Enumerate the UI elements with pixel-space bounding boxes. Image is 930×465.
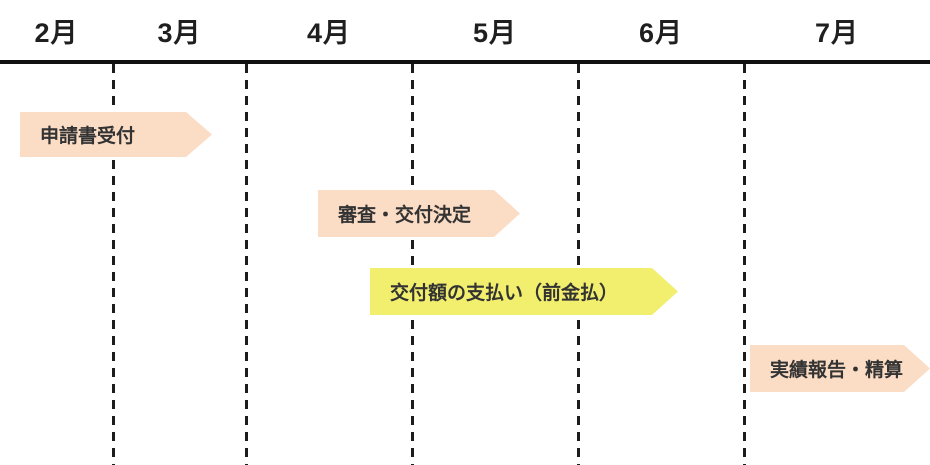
month-divider xyxy=(411,64,414,465)
task-arrow-application-reception: 申請書受付 xyxy=(20,112,212,157)
task-label: 交付額の支払い（前金払） xyxy=(390,283,619,304)
month-label-feb: 2月 xyxy=(34,17,79,48)
month-divider xyxy=(112,64,115,465)
task-arrow-grant-payment: 交付額の支払い（前金払） xyxy=(370,268,678,315)
month-label-mar: 3月 xyxy=(157,17,202,48)
month-label-jul: 7月 xyxy=(814,17,860,48)
month-header: 2月 3月 4月 5月 6月 7月 xyxy=(0,0,930,60)
month-label-may: 5月 xyxy=(472,17,518,48)
month-divider xyxy=(245,64,248,465)
month-divider xyxy=(577,64,580,465)
task-label: 申請書受付 xyxy=(40,126,136,147)
timeline-axis xyxy=(0,60,930,64)
month-label-apr: 4月 xyxy=(306,17,352,48)
task-arrow-review-grant-decision: 審査・交付決定 xyxy=(318,190,520,237)
task-label: 審査・交付決定 xyxy=(338,205,472,226)
month-divider xyxy=(743,64,746,465)
task-label: 実績報告・精算 xyxy=(770,360,904,381)
task-arrow-report-settlement: 実績報告・精算 xyxy=(750,345,930,392)
month-label-jun: 6月 xyxy=(638,17,684,48)
